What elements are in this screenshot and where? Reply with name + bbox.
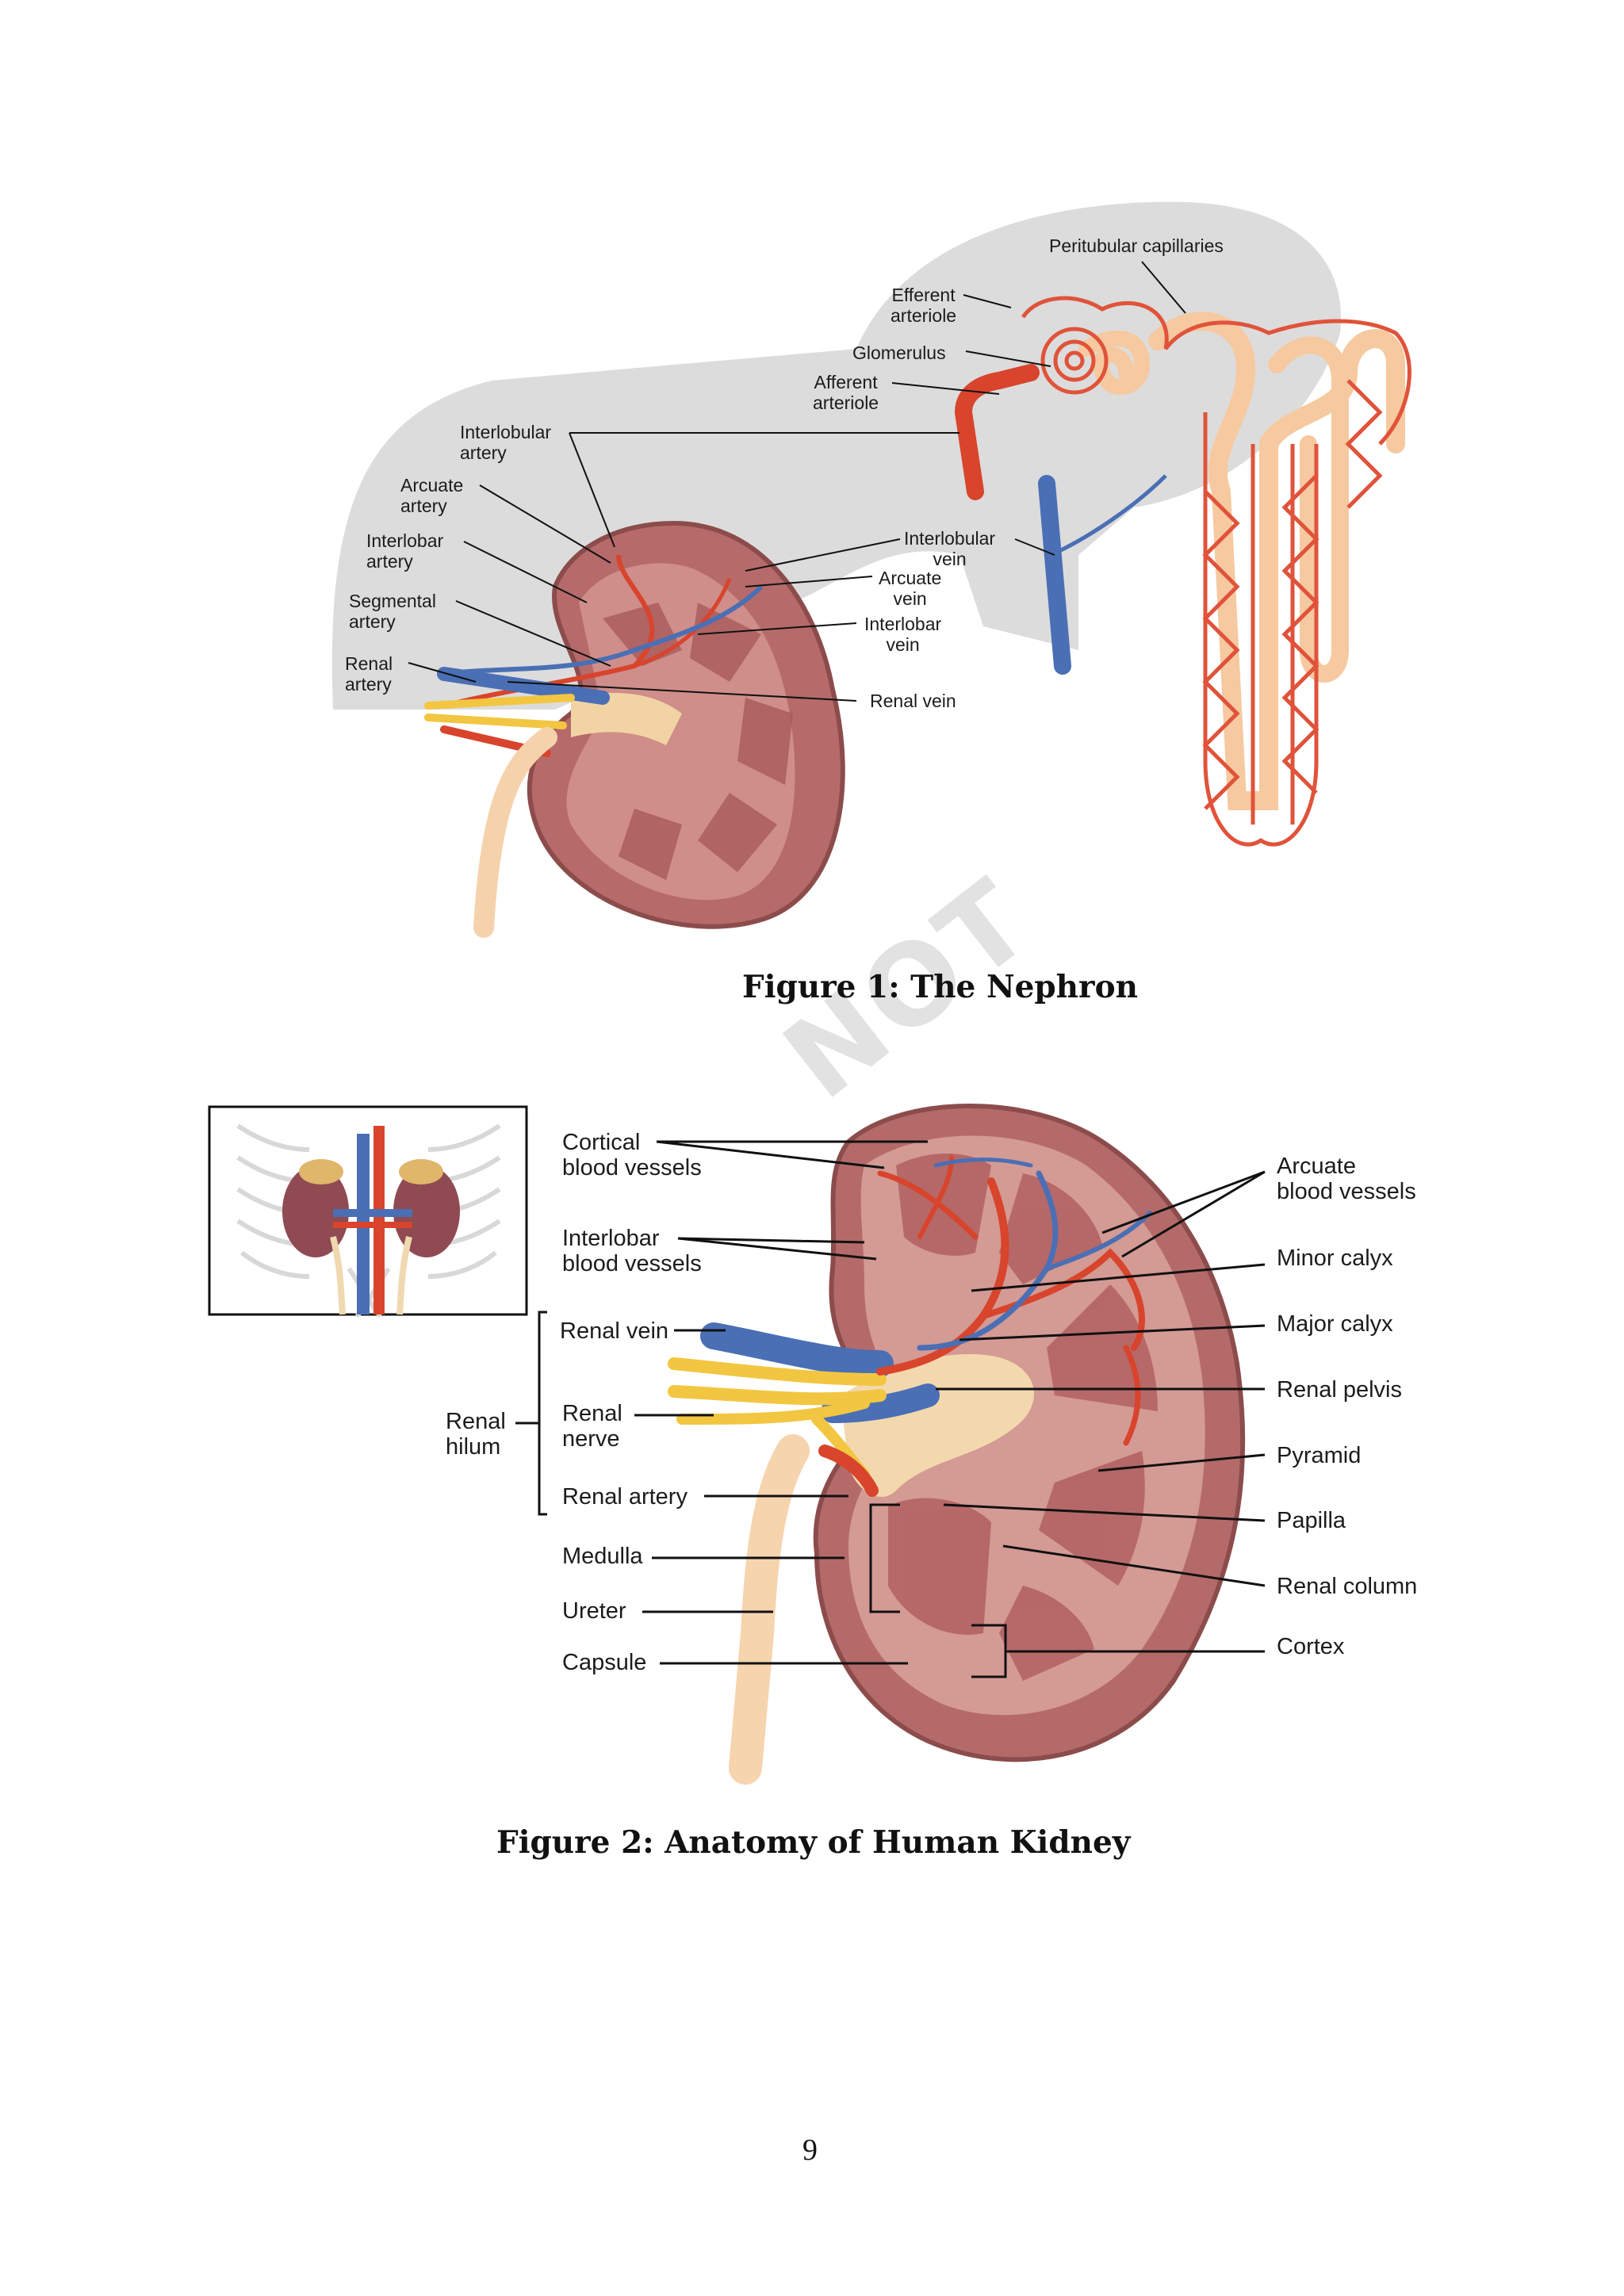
label-arcuate-vein: Arcuate vein [879, 568, 941, 610]
label-interlobular-artery: Interlobular artery [460, 422, 552, 464]
figure2-caption: Figure 2: Anatomy of Human Kidney [496, 1824, 1131, 1861]
label-arcuate-blood-vessels: Arcuate blood vessels [1277, 1154, 1416, 1205]
label-line: Interlobular [460, 422, 552, 442]
peritubular-capillary-network [1021, 296, 1411, 847]
venule [1049, 474, 1167, 557]
kidney-cross-section-large [729, 1104, 1246, 1785]
label-line: artery [400, 495, 447, 516]
label-line: Efferent [891, 285, 956, 305]
label-renal-artery: Renal artery [345, 653, 393, 695]
label-line: arteriole [891, 304, 957, 326]
kidney-cross-section-small [527, 520, 845, 929]
label-line: Arcuate [1277, 1154, 1356, 1179]
label-glomerulus: Glomerulus [852, 342, 946, 363]
label-papilla: Papilla [1277, 1508, 1346, 1533]
label-interlobar-blood-vessels: Interlobar blood vessels [562, 1226, 702, 1277]
label-renal-vein-fig2: Renal vein [560, 1318, 669, 1344]
label-segmental-artery: Segmental artery [349, 591, 436, 633]
label-line: nerve [562, 1426, 620, 1452]
kidney-small-vessels [424, 554, 764, 938]
label-capsule: Capsule [562, 1650, 647, 1675]
label-line: blood vessels [1277, 1179, 1416, 1205]
label-ureter: Ureter [562, 1598, 626, 1624]
label-renal-column: Renal column [1277, 1574, 1418, 1599]
label-line: Renal [446, 1409, 506, 1434]
interlobular-vein-vessel [1038, 475, 1071, 675]
label-medulla: Medulla [562, 1544, 643, 1569]
label-interlobar-vein: Interlobar vein [864, 614, 941, 656]
label-line: Cortical [562, 1130, 641, 1155]
label-line: Arcuate [879, 568, 942, 588]
label-line: Interlobular [904, 528, 996, 549]
label-interlobular-vein: Interlobular vein [904, 528, 996, 570]
label-line: Renal [562, 1401, 622, 1426]
label-renal-pelvis: Renal pelvis [1277, 1377, 1402, 1402]
label-line: artery [345, 673, 392, 695]
label-interlobar-artery: Interlobar artery [366, 530, 444, 572]
label-line: arteriole [813, 392, 879, 413]
label-line: artery [349, 610, 396, 632]
label-line: vein [886, 633, 920, 655]
label-line: artery [460, 442, 507, 463]
label-afferent-arteriole: Afferent arteriole [813, 372, 879, 414]
label-line: Afferent [814, 372, 878, 392]
label-renal-hilum: Renal hilum [446, 1409, 506, 1460]
label-line: Interlobar [366, 530, 444, 551]
label-minor-calyx: Minor calyx [1277, 1246, 1393, 1271]
label-line: Segmental [349, 591, 436, 611]
label-line: vein [893, 587, 927, 609]
label-line: blood vessels [562, 1251, 702, 1277]
label-line: Interlobar [562, 1226, 660, 1251]
label-cortex: Cortex [1277, 1634, 1345, 1659]
label-line: vein [933, 548, 967, 569]
page-number: 9 [802, 2133, 818, 2167]
label-line: artery [366, 550, 413, 572]
body-inset [208, 1105, 528, 1318]
label-line: Renal [345, 653, 393, 674]
nephron-leader-lines [408, 261, 1186, 702]
label-arcuate-artery: Arcuate artery [400, 475, 464, 517]
label-renal-artery-fig2: Renal artery [562, 1484, 688, 1510]
label-peritubular-capillaries: Peritubular capillaries [1049, 235, 1224, 256]
label-line: Arcuate [400, 475, 464, 496]
label-cortical-blood-vessels: Cortical blood vessels [562, 1130, 702, 1181]
label-line: hilum [446, 1434, 501, 1460]
nephron-illustration [331, 201, 1411, 938]
label-major-calyx: Major calyx [1277, 1311, 1393, 1337]
label-line: Interlobar [864, 614, 942, 634]
label-pyramid: Pyramid [1277, 1443, 1362, 1468]
label-renal-vein: Renal vein [870, 691, 956, 711]
label-efferent-arteriole: Efferent arteriole [891, 285, 956, 327]
figure1-caption: Figure 1: The Nephron [742, 969, 1138, 1005]
label-renal-nerve: Renal nerve [562, 1401, 622, 1452]
figure-nephron: Peritubular capillaries Efferent arterio… [0, 0, 1624, 951]
kidney-leader-lines [515, 1140, 1266, 1678]
kidney-large-vessels [668, 1155, 1152, 1497]
label-line: blood vessels [562, 1155, 702, 1181]
